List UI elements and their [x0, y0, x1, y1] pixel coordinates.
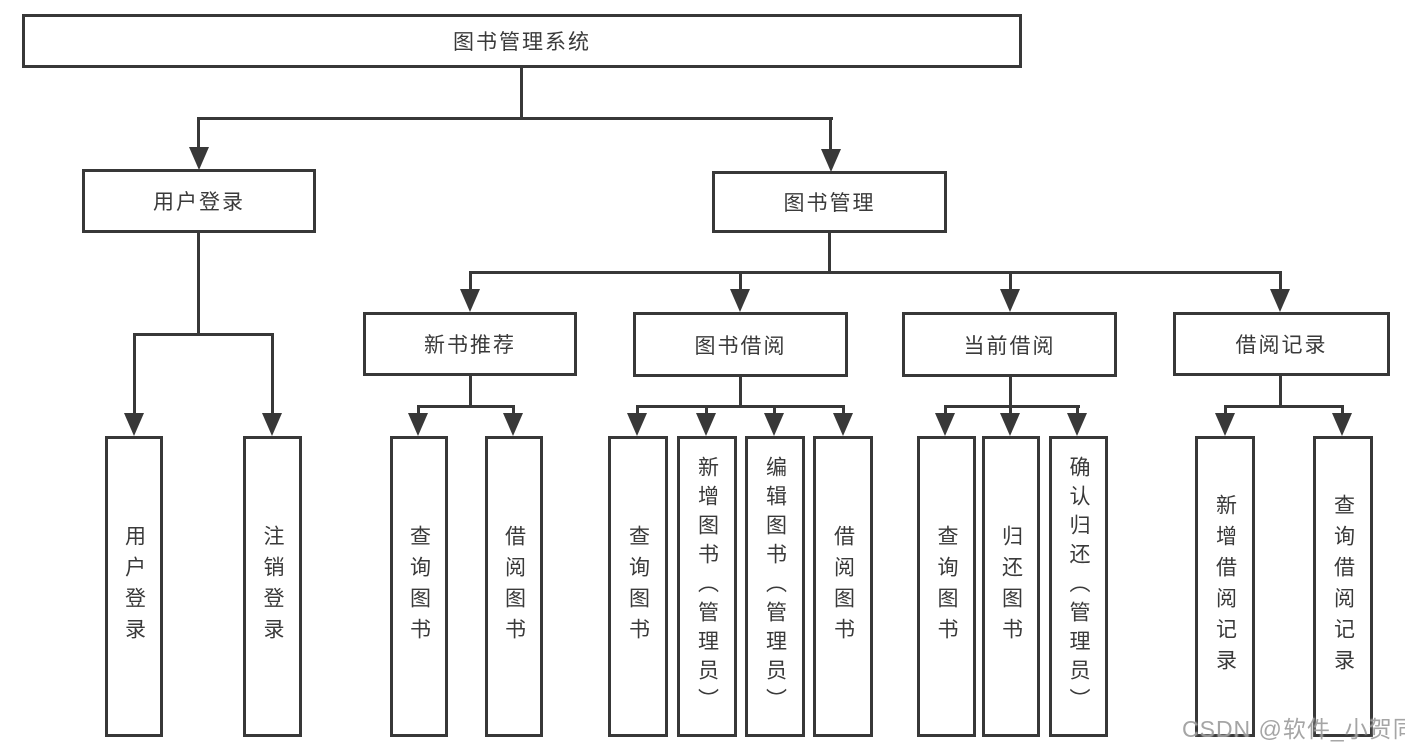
node-label: 当前借阅: [963, 334, 1056, 358]
leaf-borrow-books-recommend: 借阅图书: [485, 436, 543, 737]
connector-borrow-records-stub: [1279, 376, 1282, 407]
leaf-label: 查询图书: [935, 524, 958, 649]
connector-user-login-rail: [133, 333, 274, 336]
connector-root-rail: [197, 117, 833, 120]
leaf-label: 查询图书: [407, 524, 431, 649]
leaf-edit-books-admin: 编辑图书（管理员）: [745, 436, 805, 737]
connector-book-management-drop-1: [469, 271, 472, 291]
arrow-down-icon: [189, 147, 209, 170]
leaf-label: 编辑图书（管理员）: [763, 456, 787, 717]
leaf-label: 查询图书: [626, 524, 650, 649]
node-label: 用户登录: [153, 191, 245, 214]
leaf-label: 借阅图书: [502, 524, 526, 649]
connector-new-book-drop-1: [417, 405, 420, 415]
connector-book-borrow-drop-4: [842, 405, 845, 415]
arrow-down-icon: [730, 289, 750, 312]
connector-book-borrow-rail: [636, 405, 845, 408]
node-label: 图书管理系统: [453, 31, 591, 54]
arrow-down-icon: [1332, 413, 1352, 436]
leaf-query-borrow-record: 查询借阅记录: [1313, 436, 1373, 737]
arrow-down-icon: [408, 413, 428, 436]
leaf-add-borrow-record: 新增借阅记录: [1195, 436, 1255, 737]
leaf-label: 新增图书（管理员）: [695, 456, 719, 717]
connector-new-book-stub: [469, 376, 472, 407]
node-label: 借阅记录: [1235, 334, 1328, 357]
node-new-book-recommend: 新书推荐: [363, 312, 577, 376]
node-label: 新书推荐: [424, 334, 516, 357]
leaf-user-login: 用户登录: [105, 436, 163, 737]
connector-book-management-drop-2: [739, 271, 742, 291]
connector-new-book-drop-2: [512, 405, 515, 415]
connector-current-borrow-rail: [944, 405, 1080, 408]
connector-current-borrow-stub: [1009, 377, 1012, 407]
arrow-down-icon: [627, 413, 647, 436]
leaf-label: 确认归还（管理员）: [1067, 456, 1090, 717]
connector-borrow-records-drop-1: [1224, 405, 1227, 415]
node-user-login: 用户登录: [82, 169, 316, 233]
connector-book-management-rail: [469, 271, 1282, 274]
arrow-down-icon: [262, 413, 282, 436]
leaf-label: 归还图书: [999, 524, 1023, 649]
arrow-down-icon: [1270, 289, 1290, 312]
leaf-add-books-admin: 新增图书（管理员）: [677, 436, 737, 737]
connector-root-drop-2: [829, 117, 832, 150]
connector-book-borrow-stub: [739, 377, 742, 407]
connector-book-borrow-drop-3: [773, 405, 776, 415]
leaf-label: 用户登录: [122, 524, 146, 649]
leaf-query-books-recommend: 查询图书: [390, 436, 448, 737]
node-book-management: 图书管理: [712, 171, 947, 233]
connector-borrow-records-rail: [1224, 405, 1344, 408]
leaf-return-books: 归还图书: [982, 436, 1040, 737]
leaf-confirm-return-admin: 确认归还（管理员）: [1049, 436, 1108, 737]
connector-current-borrow-drop-2: [1009, 405, 1012, 415]
node-library-system: 图书管理系统: [22, 14, 1022, 68]
connector-book-management-stub: [828, 233, 831, 273]
arrow-down-icon: [503, 413, 523, 436]
arrow-down-icon: [821, 149, 841, 172]
arrow-down-icon: [460, 289, 480, 312]
connector-current-borrow-drop-3: [1076, 405, 1079, 415]
connector-book-borrow-drop-1: [636, 405, 639, 415]
arrow-down-icon: [1000, 289, 1020, 312]
leaf-query-books-borrow: 查询图书: [608, 436, 668, 737]
leaf-logout: 注销登录: [243, 436, 302, 737]
arrow-down-icon: [1067, 413, 1087, 436]
arrow-down-icon: [833, 413, 853, 436]
arrow-down-icon: [696, 413, 716, 436]
node-label: 图书借阅: [694, 334, 787, 358]
connector-new-book-rail: [417, 405, 515, 408]
watermark: CSDN @软件_小贺同学: [1182, 716, 1405, 742]
arrow-down-icon: [1215, 413, 1235, 436]
connector-book-borrow-drop-2: [705, 405, 708, 415]
connector-current-borrow-drop-1: [944, 405, 947, 415]
connector-user-login-stub: [197, 233, 200, 335]
connector-book-management-drop-3: [1009, 271, 1012, 291]
leaf-query-books-current: 查询图书: [917, 436, 976, 737]
leaf-borrow-books: 借阅图书: [813, 436, 873, 737]
connector-root-drop-1: [197, 117, 200, 149]
arrow-down-icon: [764, 413, 784, 436]
leaf-label: 注销登录: [261, 524, 284, 649]
connector-book-management-drop-4: [1279, 271, 1282, 291]
connector-user-login-drop-1: [133, 333, 136, 415]
node-current-borrow: 当前借阅: [902, 312, 1117, 377]
connector-user-login-drop-2: [271, 333, 274, 415]
arrow-down-icon: [935, 413, 955, 436]
connector-root-stub: [520, 68, 523, 119]
leaf-label: 查询借阅记录: [1331, 493, 1355, 680]
arrow-down-icon: [124, 413, 144, 436]
connector-borrow-records-drop-2: [1341, 405, 1344, 415]
node-book-borrow: 图书借阅: [633, 312, 848, 377]
node-label: 图书管理: [783, 192, 876, 215]
leaf-label: 新增借阅记录: [1213, 493, 1237, 680]
node-borrow-records: 借阅记录: [1173, 312, 1390, 376]
arrow-down-icon: [1000, 413, 1020, 436]
leaf-label: 借阅图书: [831, 524, 855, 649]
